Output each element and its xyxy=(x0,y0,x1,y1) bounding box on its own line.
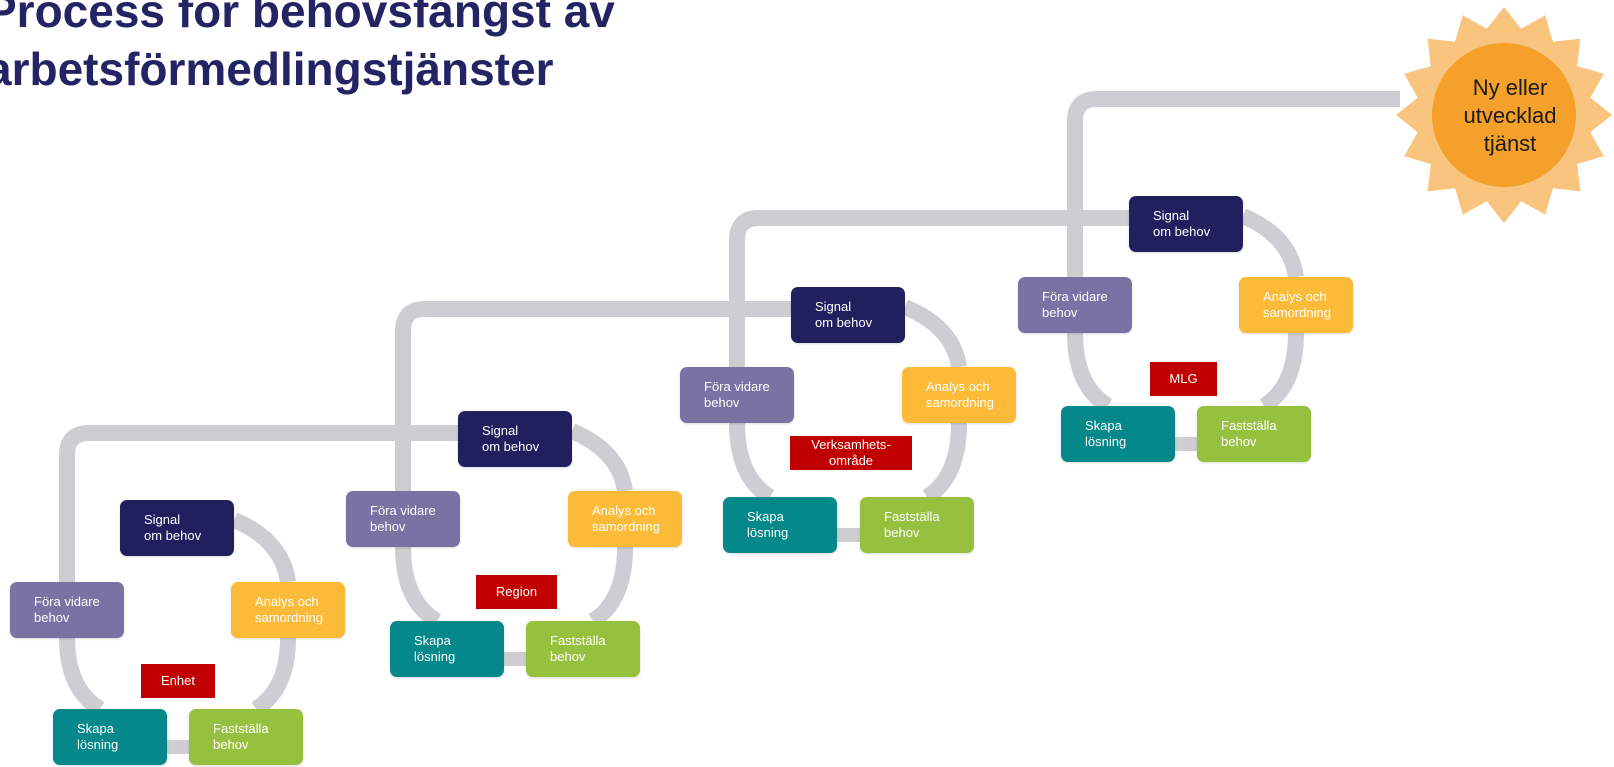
cycle-arc-signal-analys xyxy=(901,299,967,369)
level-connector xyxy=(729,210,1129,367)
signal-box: Signal om behov xyxy=(458,411,572,467)
title-line-1: Process för behovsfångst av xyxy=(0,0,615,37)
sun-icon xyxy=(1396,7,1612,223)
cycle-arc-skapa-fora xyxy=(395,546,442,628)
title-line-2: arbetsförmedlingstjänster xyxy=(0,43,554,95)
faststalla-box: Fastställa behov xyxy=(860,497,974,553)
skapa-box: Skapa lösning xyxy=(1061,406,1175,462)
faststalla-box: Fastställa behov xyxy=(1197,406,1311,462)
cycle-arc-signal-analys xyxy=(1239,208,1304,279)
cycle-arc-skapa-fora xyxy=(59,637,105,716)
faststalla-box: Fastställa behov xyxy=(526,621,640,677)
cycle-arc-skapa-fora xyxy=(729,422,775,504)
signal-box: Signal om behov xyxy=(1129,196,1243,252)
cycle-arc-signal-analys xyxy=(568,423,633,493)
analys-box: Analys och samordning xyxy=(568,491,682,547)
page-title: Process för behovsfångst av arbetsförmed… xyxy=(0,0,746,98)
level-tag: Enhet xyxy=(141,664,215,698)
skapa-box: Skapa lösning xyxy=(390,621,504,677)
fora-vidare-box: Föra vidare behov xyxy=(346,491,460,547)
level-tag: Verksamhets- område xyxy=(790,436,912,470)
fora-vidare-box: Föra vidare behov xyxy=(1018,277,1132,333)
cycle-arc-skapa-fora xyxy=(1067,332,1113,413)
skapa-box: Skapa lösning xyxy=(53,709,167,765)
signal-box: Signal om behov xyxy=(791,287,905,343)
level-connector xyxy=(395,301,791,491)
cycle-arc-analys-faststalla xyxy=(588,546,633,628)
level-tag: Region xyxy=(476,575,557,609)
level-connector xyxy=(1067,91,1400,277)
fora-vidare-box: Föra vidare behov xyxy=(10,582,124,638)
skapa-box: Skapa lösning xyxy=(723,497,837,553)
cycle-arc-analys-faststalla xyxy=(251,637,296,716)
analys-box: Analys och samordning xyxy=(902,367,1016,423)
analys-box: Analys och samordning xyxy=(231,582,345,638)
sun-core xyxy=(1432,43,1576,187)
level-tag: MLG xyxy=(1150,362,1217,396)
cycle-arc-analys-faststalla xyxy=(1259,332,1304,413)
faststalla-box: Fastställa behov xyxy=(189,709,303,765)
analys-box: Analys och samordning xyxy=(1239,277,1353,333)
cycle-arc-analys-faststalla xyxy=(922,422,967,504)
fora-vidare-box: Föra vidare behov xyxy=(680,367,794,423)
signal-box: Signal om behov xyxy=(120,500,234,556)
cycle-arc-signal-analys xyxy=(230,512,296,584)
level-connector xyxy=(59,425,458,582)
outcome-label: Ny eller utvecklad tjänst xyxy=(1463,75,1557,156)
